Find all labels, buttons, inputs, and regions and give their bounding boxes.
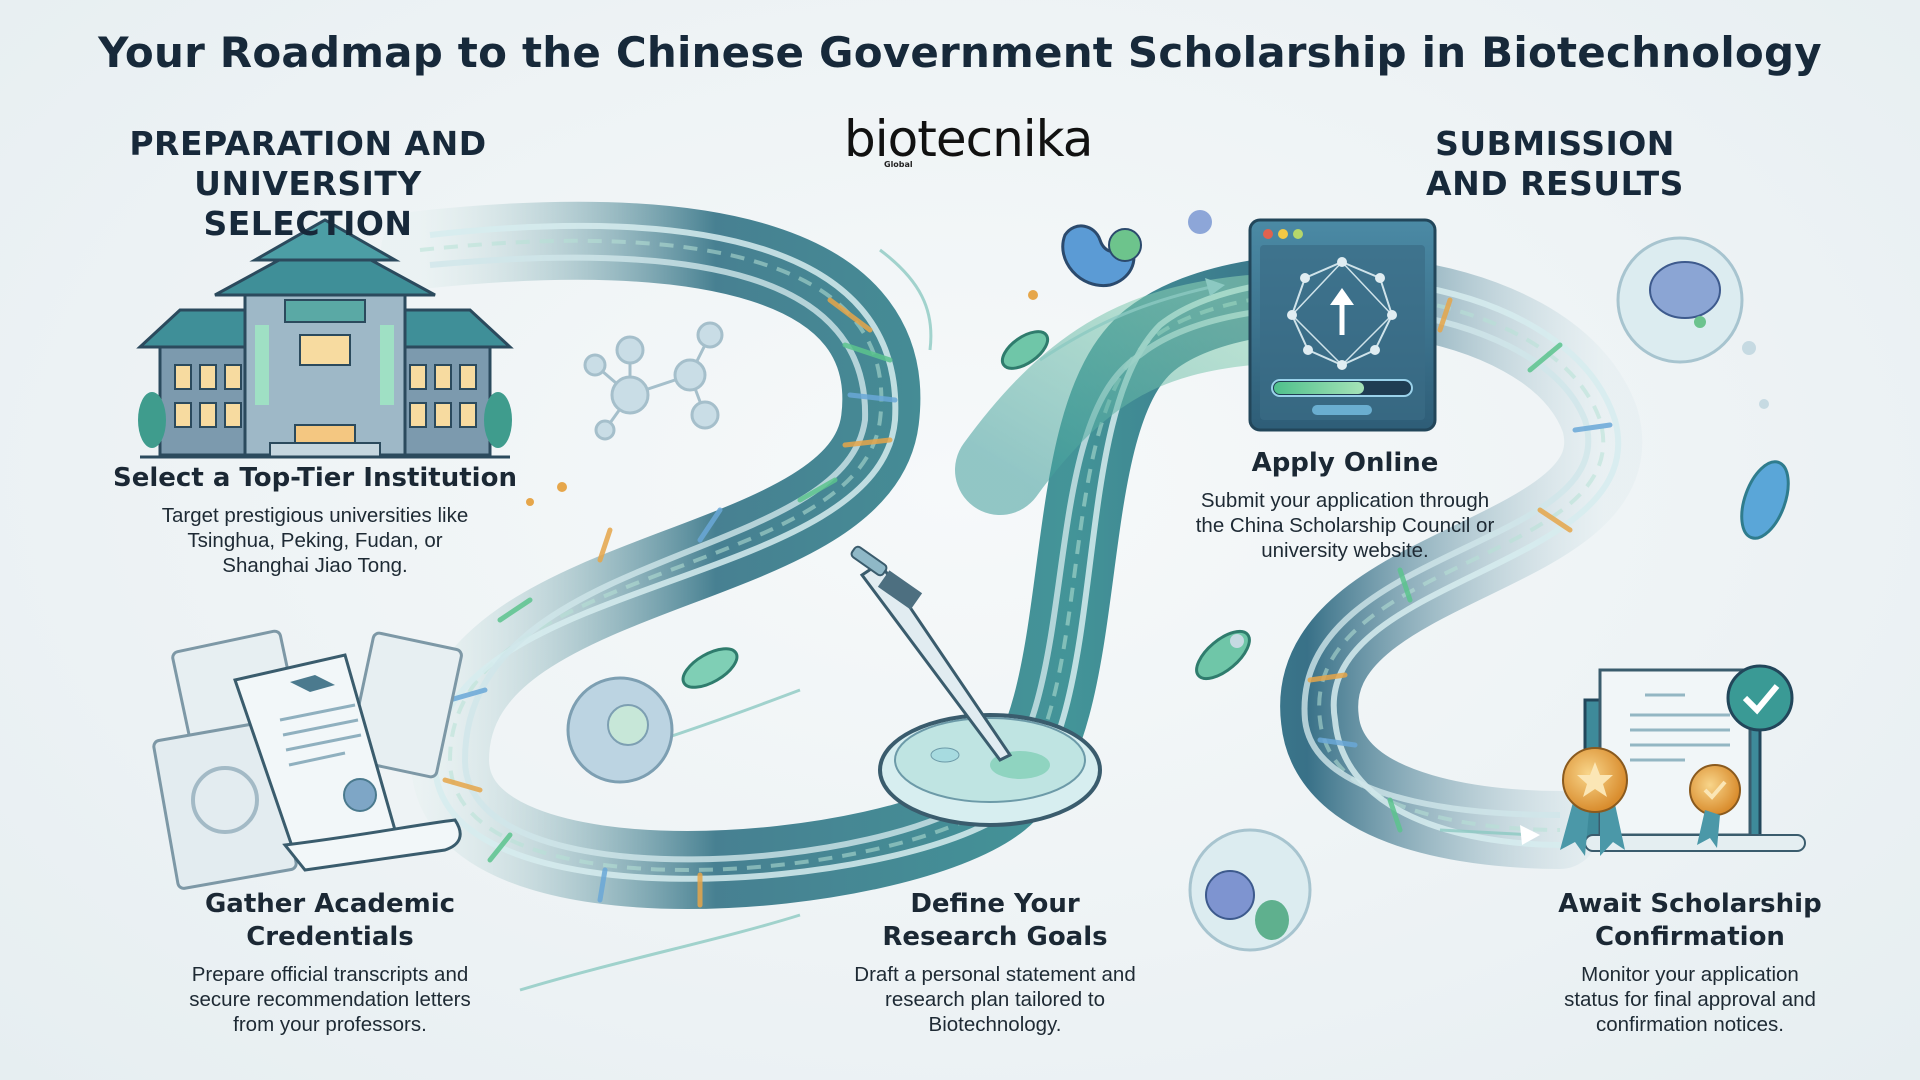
step-await-confirmation: Await Scholarship Confirmation Monitor y… xyxy=(1525,888,1855,1037)
step-description: Monitor your application status for fina… xyxy=(1564,963,1816,1036)
step-description: Prepare official transcripts and secure … xyxy=(189,963,471,1036)
flow-arrows xyxy=(519,248,1536,992)
step-select-institution: Select a Top-Tier Institution Target pre… xyxy=(100,462,530,578)
step-title: Await Scholarship Confirmation xyxy=(1558,889,1822,952)
logo-subtext: Global xyxy=(884,160,913,169)
page-title: Your Roadmap to the Chinese Government S… xyxy=(98,28,1822,77)
step-description: Target prestigious universities like Tsi… xyxy=(161,504,469,577)
step-define-goals: Define Your Research Goals Draft a perso… xyxy=(830,888,1160,1037)
decorative-dots xyxy=(526,210,1769,648)
upload-window-icon xyxy=(1248,218,1437,432)
cell-icon xyxy=(1188,236,1744,952)
step-apply-online: Apply Online Submit your application thr… xyxy=(1170,447,1520,563)
pipette-petri-dish-icon xyxy=(850,545,1102,827)
protein-icon xyxy=(1061,224,1142,287)
step-title: Select a Top-Tier Institution xyxy=(113,463,517,493)
step-gather-credentials: Gather Academic Credentials Prepare offi… xyxy=(140,888,520,1037)
university-building-icon xyxy=(136,218,514,459)
diploma-documents-icon xyxy=(152,629,463,890)
step-description: Submit your application through the Chin… xyxy=(1195,489,1495,562)
section-heading-submission: SUBMISSION AND RESULTS xyxy=(1426,124,1684,203)
section-heading-preparation: PREPARATION AND UNIVERSITY SELECTION xyxy=(129,124,487,243)
step-title: Define Your Research Goals xyxy=(882,889,1108,952)
molecule-icon xyxy=(583,321,724,441)
cell-cluster-icon xyxy=(566,676,674,784)
dna-base-pairs xyxy=(442,297,1613,908)
step-description: Draft a personal statement and research … xyxy=(854,963,1136,1036)
step-title: Apply Online xyxy=(1251,448,1439,478)
step-title: Gather Academic Credentials xyxy=(204,889,456,952)
certificate-award-icon xyxy=(1560,664,1806,856)
bacterium-icon xyxy=(681,330,1790,689)
biotecnika-logo: biotecnika Global xyxy=(844,110,1093,190)
logo-text: biotecnika xyxy=(844,110,1093,168)
